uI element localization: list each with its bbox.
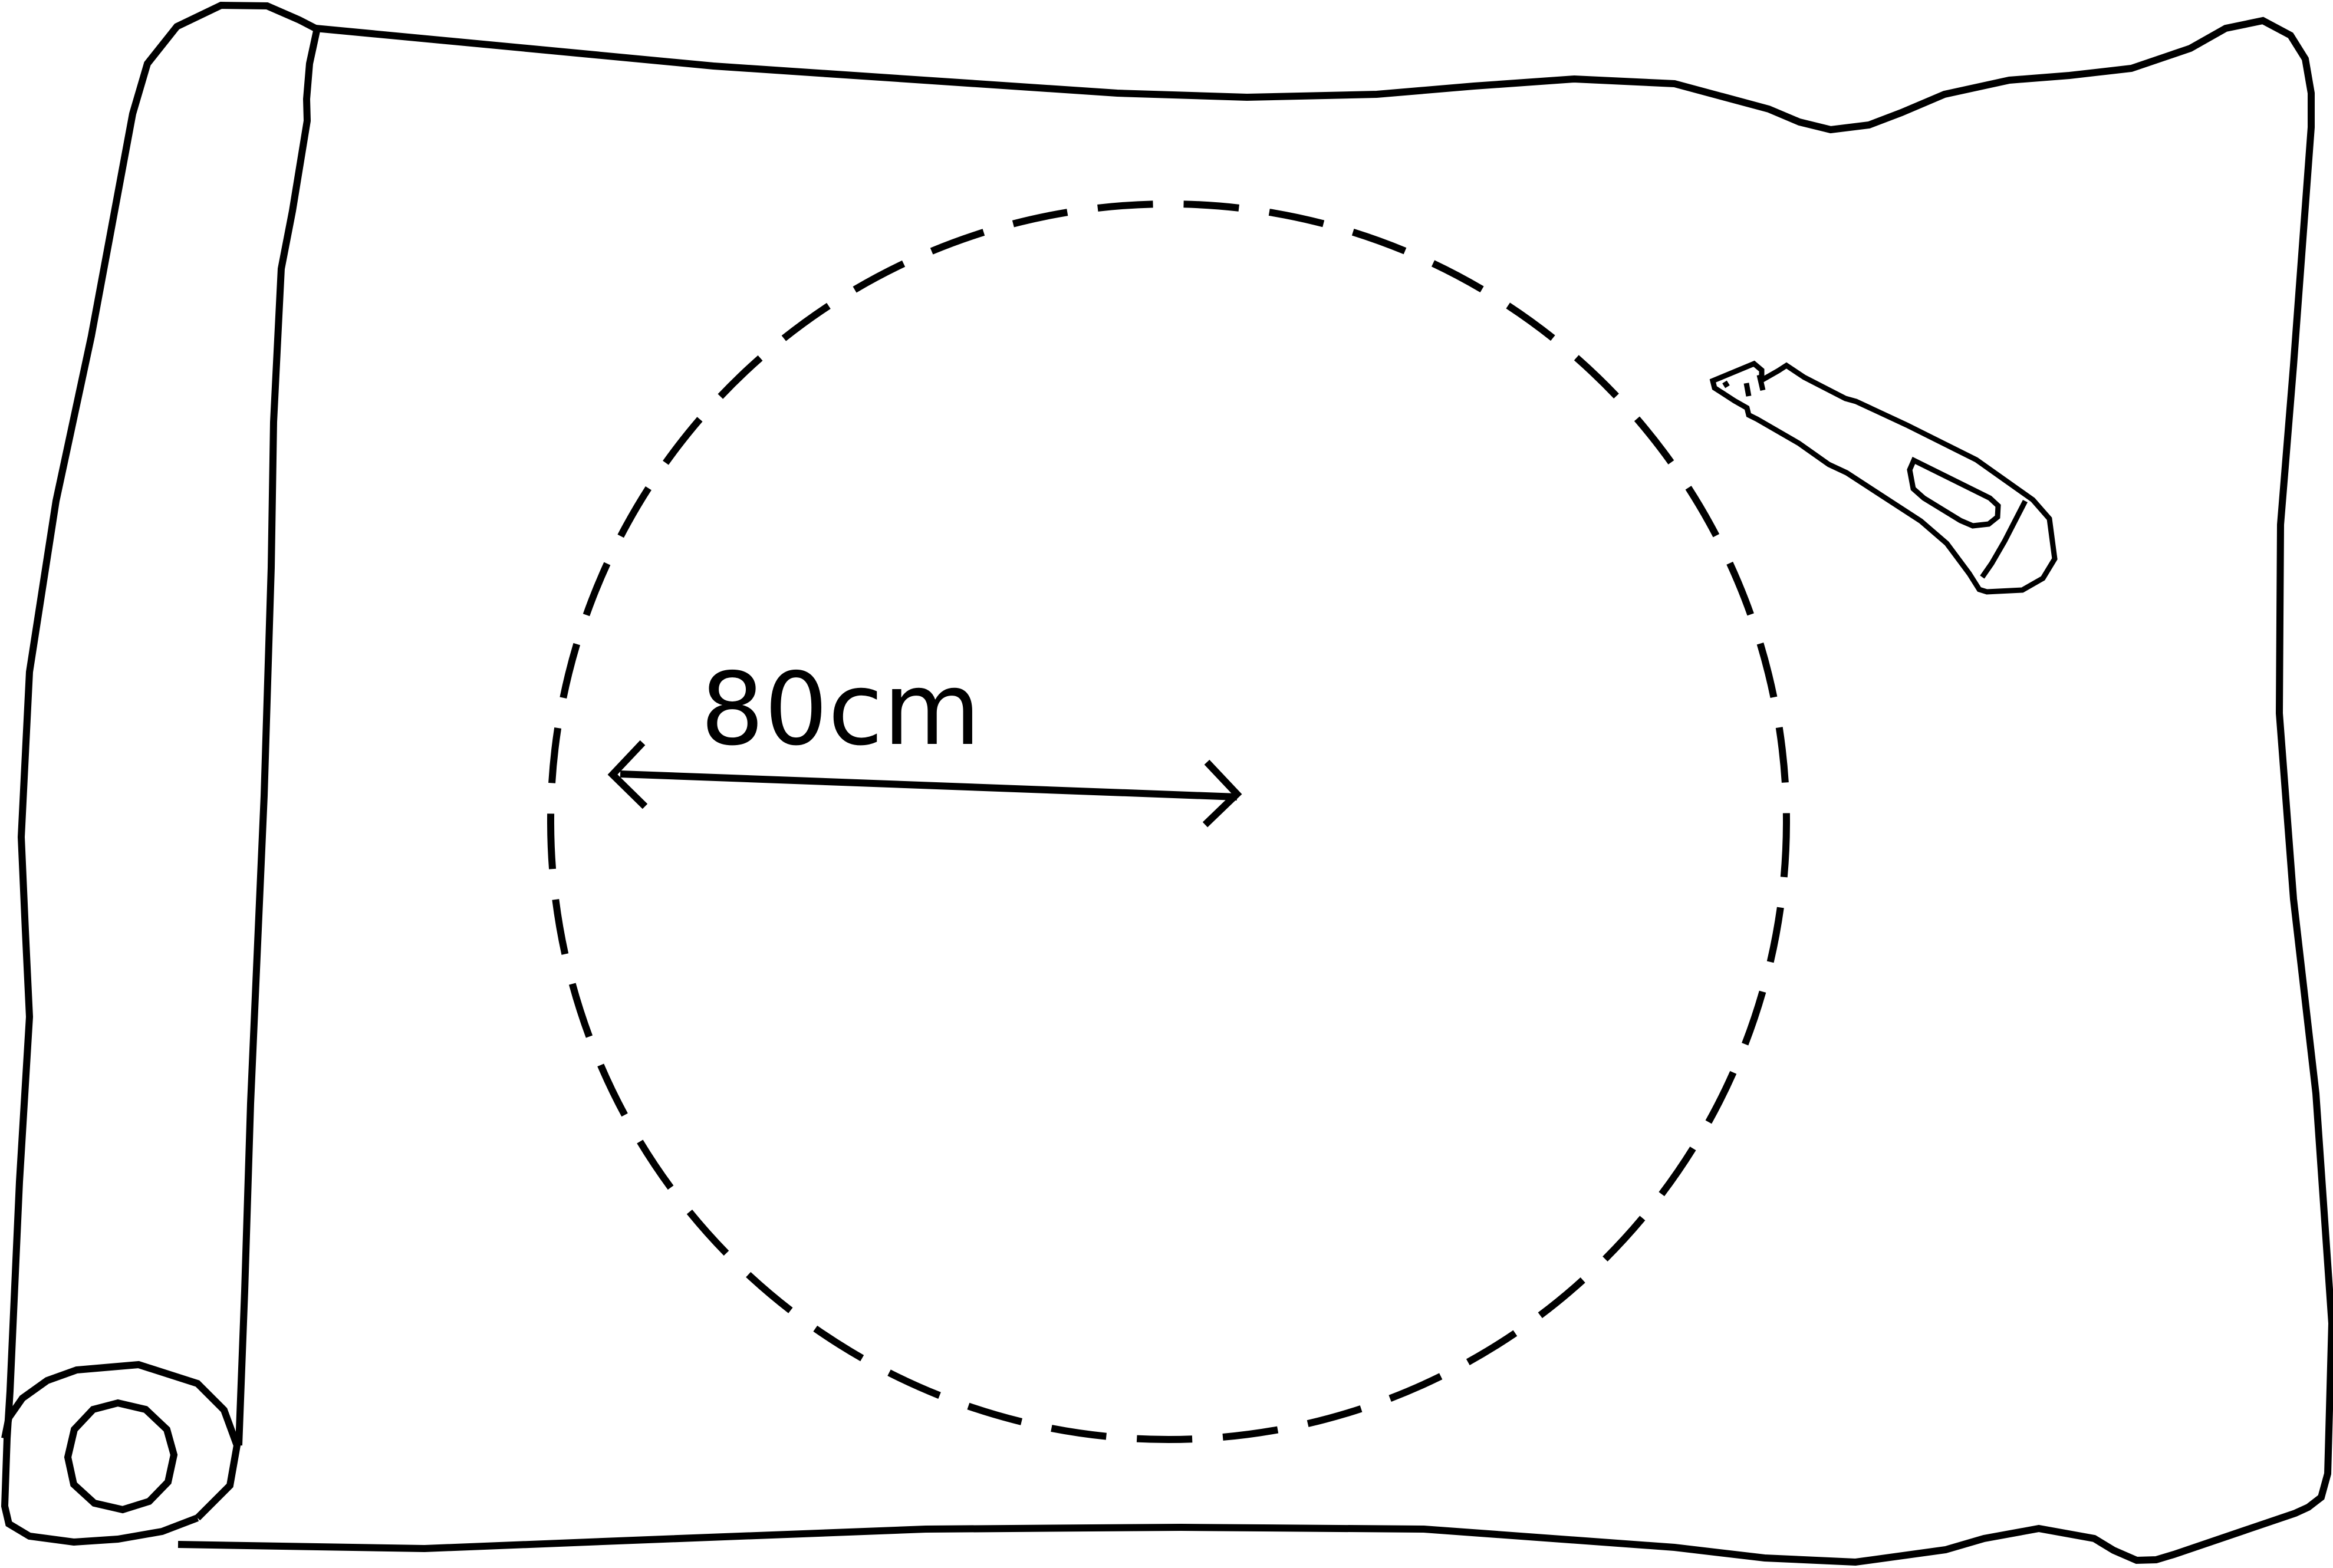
fabric-roll-left-edge [235, 27, 321, 1446]
diameter-arrow [607, 740, 1242, 828]
fabric-sheet-outline [177, 17, 2333, 1566]
pencil-cap-line [1980, 499, 2028, 579]
fabric-roll-top [1, 1, 317, 1546]
chalk-pencil-icon [1709, 360, 2058, 595]
arrow-head-left [607, 740, 648, 809]
fabric-roll-bottom-inner [64, 1399, 178, 1514]
pencil-body [1709, 360, 2058, 595]
dimension-label: 80cm [700, 651, 980, 768]
fabric-roll-bottom-outer [1, 1361, 241, 1521]
pencil-grip [1907, 456, 2001, 529]
circle-outline [547, 200, 1790, 1443]
arrow-head-right [1202, 759, 1242, 828]
arrow-shaft [620, 770, 1238, 801]
pencil-tip-notch [1722, 374, 1766, 397]
